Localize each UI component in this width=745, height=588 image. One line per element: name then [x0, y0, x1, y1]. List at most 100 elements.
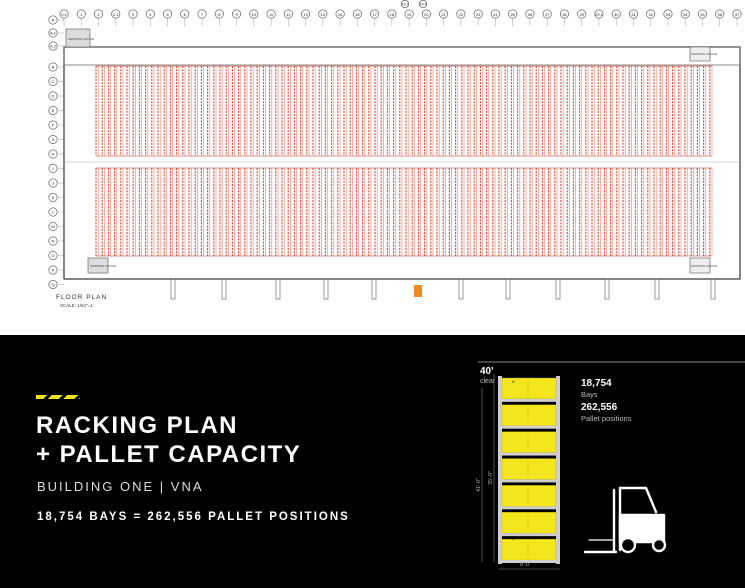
column-label: 19 — [404, 9, 414, 19]
total-height-dim: 41'-0" — [476, 478, 482, 492]
column-label: 25 — [508, 9, 518, 19]
svg-text:34: 34 — [683, 12, 688, 17]
svg-text:21: 21 — [441, 12, 446, 17]
grid-lines — [58, 18, 738, 285]
page-title-line2: + PALLET CAPACITY — [36, 441, 302, 468]
top-level-dim: 8" — [512, 379, 516, 384]
svg-text:29: 29 — [579, 12, 584, 17]
svg-text:9: 9 — [235, 12, 238, 17]
column-label: 3 — [128, 9, 138, 19]
stat-bays-value: 18,754 — [581, 378, 612, 389]
svg-text:K: K — [52, 195, 55, 200]
column-label: 22 — [456, 9, 466, 19]
column-label: 14 — [318, 9, 328, 19]
row-label: K — [48, 193, 58, 203]
office-bottom-right — [689, 257, 711, 274]
rack-upright-right — [556, 376, 560, 564]
column-label: 20 — [421, 9, 431, 19]
svg-text:F: F — [52, 123, 55, 128]
column-label: 35 — [697, 9, 707, 19]
row-label: A.2 — [48, 41, 58, 51]
svg-text:0.1: 0.1 — [61, 12, 67, 17]
column-label: 27 — [542, 9, 552, 19]
row-label: N — [48, 236, 58, 246]
row-label: F — [48, 120, 58, 130]
column-label: 4 — [145, 9, 155, 19]
height-value: 40' — [480, 366, 494, 377]
column-label: 33 — [663, 9, 673, 19]
stair-marker — [414, 285, 422, 297]
svg-text:27: 27 — [545, 12, 550, 17]
svg-text:C: C — [52, 79, 55, 84]
svg-text:E: E — [52, 108, 55, 113]
office-top-left — [65, 28, 91, 48]
column-label: 36 — [715, 9, 725, 19]
column-label: 29.1 — [594, 9, 604, 19]
row-label: J — [48, 178, 58, 188]
svg-text:24: 24 — [493, 12, 498, 17]
column-label: 11 — [266, 9, 276, 19]
svg-text:26: 26 — [528, 12, 533, 17]
svg-text:19.1: 19.1 — [402, 3, 409, 7]
capacity-summary: 18,754 BAYS = 262,556 PALLET POSITIONS — [37, 511, 350, 523]
column-label: 8 — [214, 9, 224, 19]
row-label: I — [48, 164, 58, 174]
svg-text:29.1: 29.1 — [595, 12, 604, 17]
floor-plan-scale: SCALE: 1/64"=1' — [60, 303, 94, 308]
column-label: 2.1 — [111, 9, 121, 19]
office-bottom-left — [87, 257, 109, 274]
office-top-right — [689, 46, 711, 62]
row-label: A — [48, 15, 58, 25]
svg-text:2: 2 — [97, 12, 100, 17]
column-label: 24 — [490, 9, 500, 19]
svg-text:Q: Q — [51, 282, 54, 287]
column-label: 9 — [232, 9, 242, 19]
column-label: 13 — [301, 9, 311, 19]
svg-text:20: 20 — [424, 12, 429, 17]
svg-text:37: 37 — [735, 12, 740, 17]
column-label: 28 — [559, 9, 569, 19]
stat-pallets-label: Pallet positions — [581, 414, 632, 423]
office-note: SHIPPING OFFICE — [691, 264, 717, 268]
svg-text:H: H — [52, 152, 55, 157]
rack-height-dim: 35'-0" — [488, 471, 494, 485]
row-label: L — [48, 207, 58, 217]
row-label: H — [48, 149, 58, 159]
column-label: 29 — [577, 9, 587, 19]
row-label: P — [48, 265, 58, 275]
column-label: 26 — [525, 9, 535, 19]
column-label: 19.9 — [418, 0, 428, 9]
row-label: E — [48, 106, 58, 116]
svg-text:L: L — [52, 210, 55, 215]
office-note: SHIPPING OFFICE — [90, 264, 116, 268]
column-label: 31 — [628, 9, 638, 19]
svg-text:30: 30 — [614, 12, 619, 17]
svg-text:P: P — [52, 268, 55, 273]
svg-text:7: 7 — [201, 12, 204, 17]
column-label: 1 — [76, 9, 86, 19]
svg-text:19: 19 — [407, 12, 412, 17]
svg-text:1: 1 — [80, 12, 83, 17]
column-label: 7 — [197, 9, 207, 19]
racking-layout — [64, 64, 740, 257]
svg-text:31: 31 — [631, 12, 636, 17]
svg-text:12: 12 — [286, 12, 291, 17]
column-label: 32 — [646, 9, 656, 19]
row-label: O — [48, 251, 58, 261]
svg-text:3: 3 — [132, 12, 135, 17]
column-label: 34 — [680, 9, 690, 19]
svg-text:8: 8 — [218, 12, 221, 17]
svg-text:32: 32 — [648, 12, 653, 17]
svg-text:28: 28 — [562, 12, 567, 17]
building-subtitle: BUILDING ONE | VNA — [37, 479, 204, 494]
page-title: RACKING PLAN — [36, 412, 238, 439]
rack-bays — [500, 377, 558, 563]
svg-text:35: 35 — [700, 12, 705, 17]
svg-text:2.1: 2.1 — [113, 12, 119, 17]
svg-text:18: 18 — [390, 12, 395, 17]
svg-text:A.2: A.2 — [50, 44, 57, 49]
column-label: 2 — [94, 9, 104, 19]
column-label: 23 — [473, 9, 483, 19]
